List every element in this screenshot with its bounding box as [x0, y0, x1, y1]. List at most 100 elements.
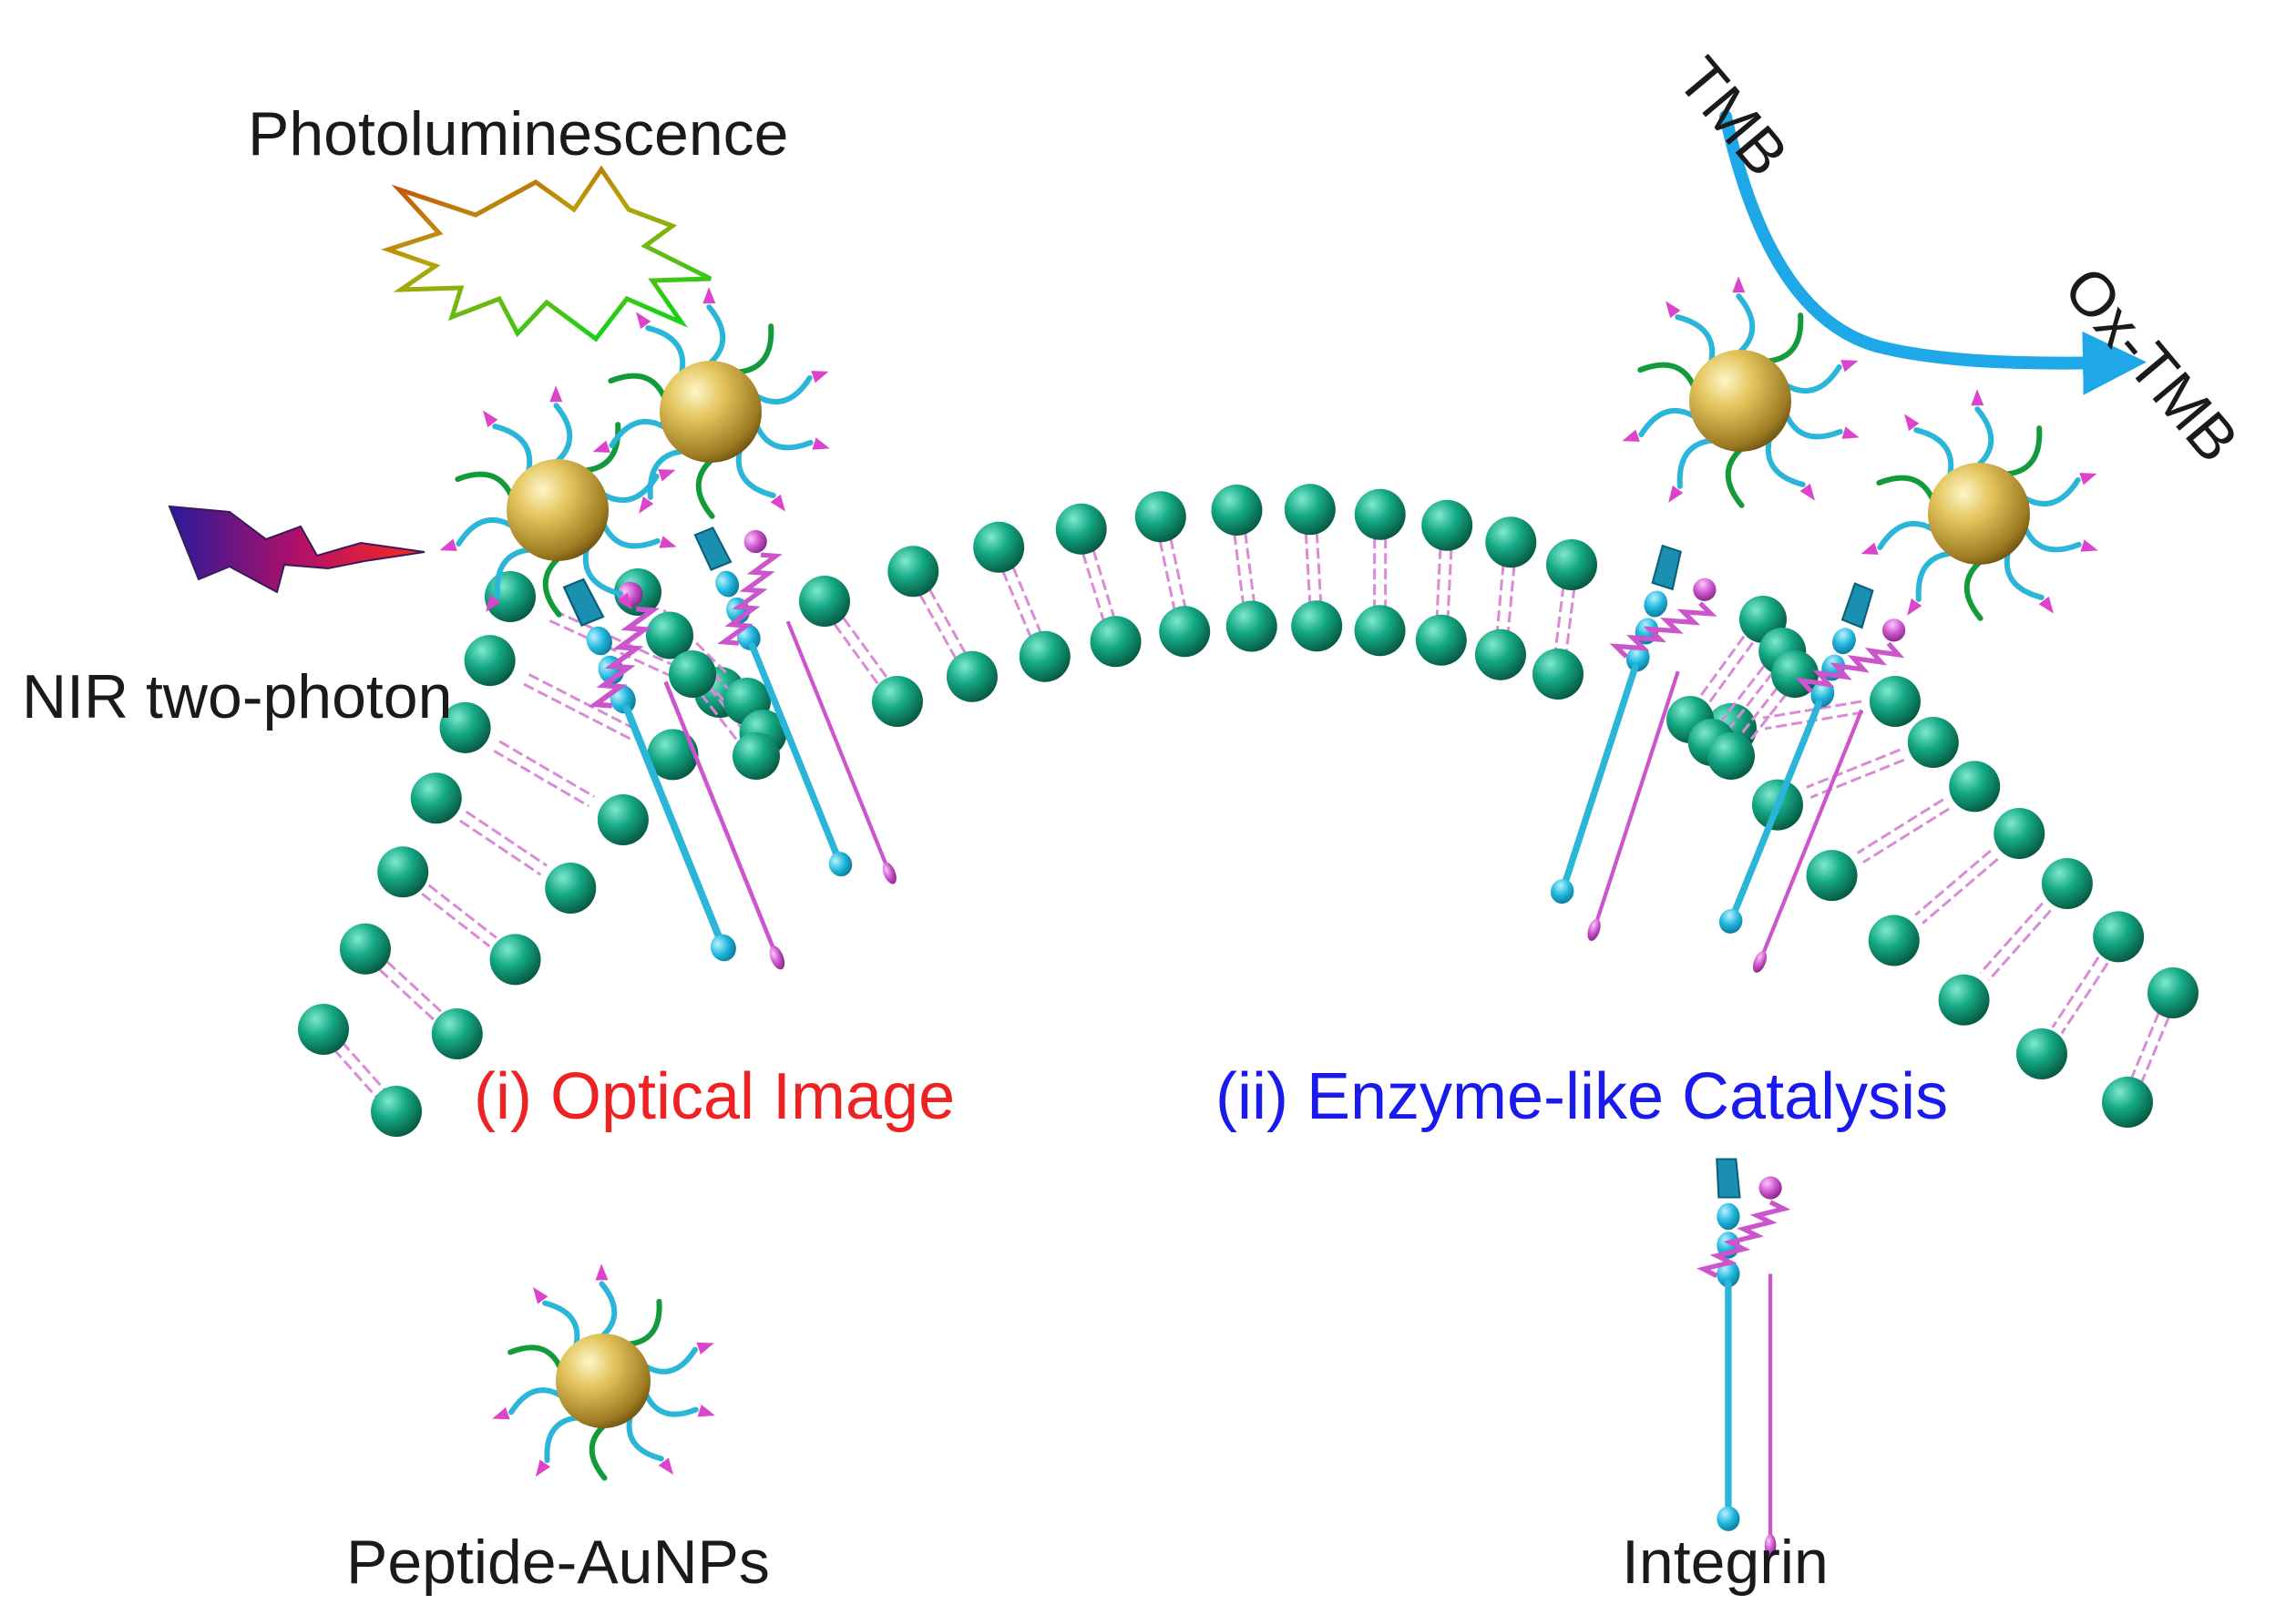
- integrin-alpha-foot: [710, 934, 736, 962]
- peptide-tip: [595, 1263, 609, 1281]
- lipid-tail: [1495, 564, 1505, 632]
- lipid-head: [1485, 516, 1537, 568]
- lipid-head: [1291, 600, 1343, 652]
- lipid-tail: [2060, 962, 2109, 1035]
- peptide-tip: [658, 469, 676, 482]
- lipid-tail: [1862, 807, 1950, 864]
- lipid-head: [371, 1086, 422, 1137]
- lipid-tail: [498, 740, 596, 798]
- bilayer-segment: [1666, 596, 1819, 780]
- integrin-beta-foot: [769, 945, 785, 970]
- integrin-alpha-head: [693, 526, 733, 571]
- lipid-tail: [1081, 552, 1105, 621]
- lipid-head: [1019, 630, 1071, 682]
- tmb-to-oxtmb-arrow: [1719, 110, 2147, 395]
- lipid-tail: [700, 692, 741, 744]
- peptide-tip: [1622, 429, 1640, 442]
- nanoparticle-layer: [439, 276, 2098, 1481]
- lipid-tail: [1707, 641, 1755, 704]
- integrin-beta-stalk: [785, 620, 890, 871]
- lipid-tail: [1762, 700, 1862, 720]
- peptide-tip: [2079, 473, 2097, 486]
- peptide-ligand: [1974, 406, 1994, 468]
- peptide-ligand: [1637, 362, 1697, 390]
- lipid-head: [1474, 629, 1526, 680]
- lipid-tail: [1001, 570, 1032, 638]
- peptide-ligand: [1876, 475, 1936, 503]
- peptide-ligand: [542, 556, 562, 618]
- bilayer-segment: [799, 484, 1597, 727]
- peptide-tip: [658, 1457, 674, 1475]
- lipid-tail: [386, 960, 444, 1015]
- lipid-head: [597, 794, 649, 845]
- peptide-ligand: [643, 1391, 699, 1417]
- gold-core: [1689, 350, 1791, 452]
- peptide-tip: [1971, 389, 1984, 406]
- peptide-ligand: [735, 447, 776, 498]
- integrin-beta-stalk: [1759, 709, 1864, 959]
- lipid-tail: [1233, 534, 1245, 604]
- peptide-ligand: [544, 1415, 580, 1464]
- lipid-head: [1421, 499, 1473, 551]
- peptide-ligand: [582, 546, 623, 597]
- peptide-ligand: [1913, 427, 1954, 478]
- integrin-alpha-head: [562, 578, 605, 627]
- peptide-tip: [535, 1459, 550, 1477]
- peptide-ligand: [582, 422, 621, 474]
- lipid-head: [1415, 614, 1467, 666]
- nir-lightning-bolt-icon: [168, 505, 425, 594]
- lipid-head: [1907, 717, 1959, 768]
- integrin-beta-helix: [1795, 641, 1905, 694]
- cell-membrane: [298, 484, 2199, 1137]
- peptide-tip: [1666, 301, 1681, 319]
- integrin-beta-helix: [1609, 601, 1717, 659]
- lipid-head: [1949, 761, 2001, 813]
- peptide-ligand: [608, 373, 668, 401]
- lipid-head: [799, 576, 850, 627]
- integrin-alpha-stalk: [749, 642, 842, 863]
- lipid-head: [887, 546, 939, 598]
- lipid-tail: [1856, 798, 1944, 854]
- lipid-head: [1806, 850, 1858, 902]
- peptide-ligand: [1783, 363, 1842, 394]
- lipid-tail: [379, 968, 436, 1022]
- lipid-head: [1159, 606, 1211, 658]
- lipid-head: [733, 732, 780, 780]
- lipid-tail: [1304, 533, 1312, 604]
- photoluminescence-label: Photoluminescence: [248, 99, 788, 169]
- peptide-tip: [1732, 276, 1746, 293]
- lipid-tail: [833, 623, 880, 686]
- lipid-tail: [1809, 758, 1905, 799]
- lipid-head: [2093, 911, 2145, 963]
- lipid-head: [872, 676, 923, 727]
- peptide-ligand: [626, 1414, 664, 1462]
- peptide-ligand: [1675, 314, 1716, 365]
- integrin-alpha-stalk: [622, 705, 725, 946]
- integrin-beta-foot: [1753, 951, 1768, 973]
- peptide-ligand: [1736, 293, 1756, 355]
- integrin-alpha-foot: [828, 852, 853, 877]
- integrin-receptor: [693, 526, 897, 884]
- peptide-ligand: [1963, 559, 1983, 621]
- lipid-tail: [1979, 902, 2044, 975]
- peptide-tip: [1668, 486, 1684, 503]
- integrin-receptor: [1550, 544, 1717, 941]
- integrin-alpha-head: [1840, 582, 1874, 629]
- lipid-tail: [2051, 956, 2100, 1028]
- lipid-tail: [1922, 857, 1999, 925]
- integrin-receptor: [1718, 582, 1906, 973]
- gold-core: [660, 361, 762, 463]
- peptide-ligand: [695, 457, 715, 519]
- gold-core: [1928, 463, 2030, 565]
- peptide-ligand: [1765, 436, 1806, 487]
- peptide-tip: [486, 595, 501, 612]
- peptide-tip: [702, 287, 716, 304]
- lipid-head: [2102, 1077, 2153, 1128]
- integrin-beta-stalk: [1593, 670, 1680, 927]
- peptide-ligand: [706, 304, 726, 366]
- peptide-ligand: [1676, 437, 1716, 489]
- peptide-ligand: [553, 403, 573, 465]
- peptide-tip: [592, 440, 610, 453]
- integrin-alpha-stalk: [1729, 700, 1823, 920]
- lipid-head: [973, 521, 1025, 573]
